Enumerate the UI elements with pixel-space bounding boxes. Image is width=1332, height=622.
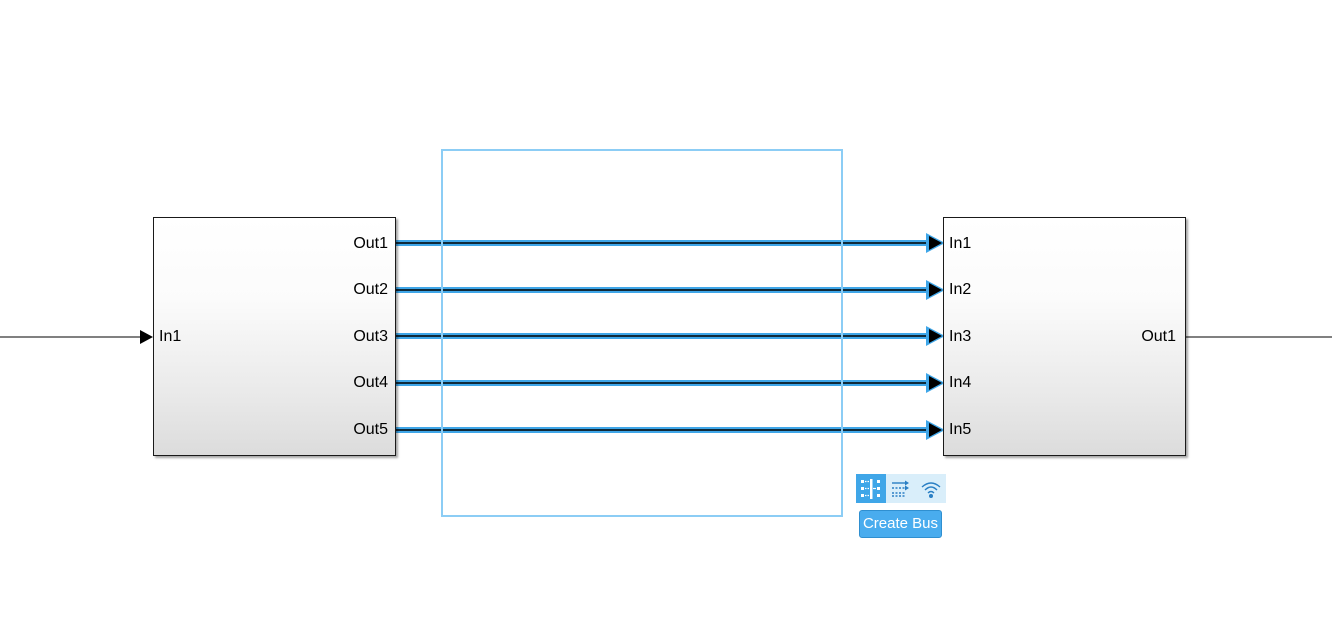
left-block-output-label-out2: Out2 [353, 281, 388, 298]
right-subsystem-block[interactable]: In1 In2 In3 In4 In5 Out1 [943, 217, 1186, 456]
selection-action-bar [856, 474, 946, 503]
create-bus-tooltip: Create Bus [859, 510, 942, 538]
input-arrowhead-icon [140, 330, 153, 344]
signal-arrowhead-icon [929, 283, 942, 297]
wireless-goto-icon [921, 481, 941, 498]
left-block-input-label-in1: In1 [159, 328, 182, 345]
left-block-output-label-out3: Out3 [353, 328, 388, 345]
signal-arrowhead-icon [929, 423, 942, 437]
wireless-goto-button[interactable] [916, 474, 946, 503]
left-block-output-label-out4: Out4 [353, 374, 388, 391]
signal-arrowhead-icon [929, 376, 942, 390]
right-block-input-label-in4: In4 [949, 374, 972, 391]
create-bus-button[interactable] [856, 474, 886, 503]
right-block-input-label-in2: In2 [949, 281, 972, 298]
selection-rectangle[interactable] [441, 149, 843, 517]
signal-arrowhead-icon [929, 236, 942, 250]
right-block-input-label-in1: In1 [949, 235, 972, 252]
right-block-input-label-in3: In3 [949, 328, 972, 345]
right-block-input-label-in5: In5 [949, 421, 972, 438]
bus-lines-icon [892, 480, 909, 497]
left-subsystem-block[interactable]: In1 Out1 Out2 Out3 Out4 Out5 [153, 217, 396, 456]
left-block-output-label-out1: Out1 [353, 235, 388, 252]
left-block-output-label-out5: Out5 [353, 421, 388, 438]
bus-lines-button[interactable] [886, 474, 916, 503]
create-bus-icon [861, 478, 880, 499]
signal-arrowhead-icon [929, 329, 942, 343]
right-block-output-label-out1: Out1 [1141, 328, 1176, 345]
